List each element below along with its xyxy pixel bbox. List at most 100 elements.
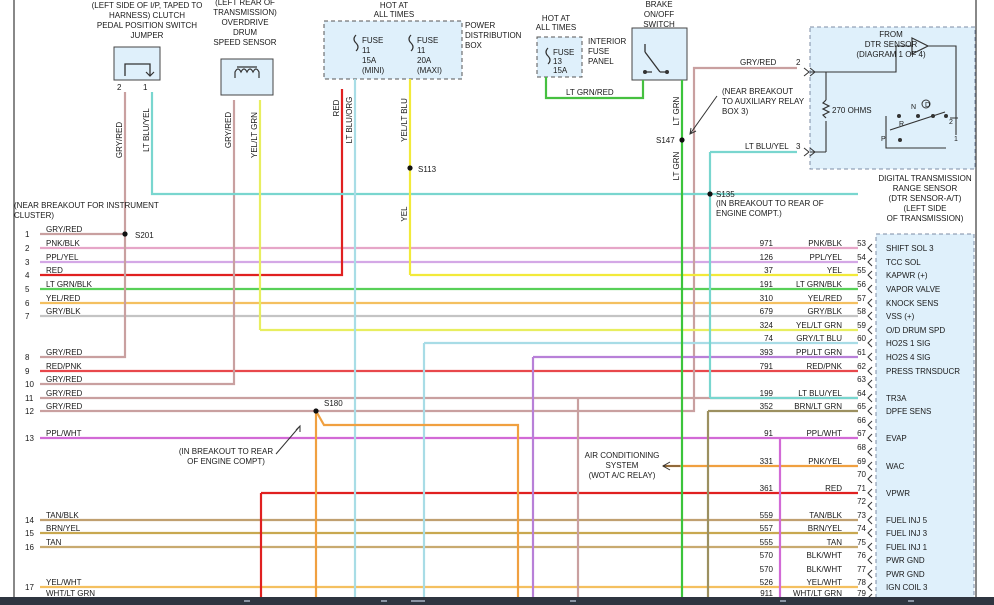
connector-arrow-icon: [867, 325, 873, 335]
pcm-pin-number: 75: [857, 538, 866, 547]
wire-layer: [40, 66, 858, 597]
vertical-wire-label: GRY/RED: [224, 112, 233, 149]
resistor-icon: [821, 99, 831, 119]
left-wire-label: BRN/YEL: [46, 524, 81, 533]
connector-arrow-icon: [867, 393, 873, 403]
ac-system-label: (WOT A/C RELAY): [589, 471, 656, 480]
splice-s147: [679, 137, 685, 143]
vertical-wire-label: YEL: [400, 206, 409, 222]
scroll-tick: [908, 600, 914, 602]
vertical-wire-label: LT GRN: [672, 151, 681, 180]
pcm-signal-label: DPFE SENS: [886, 407, 931, 416]
pcm-pin-number: 69: [857, 457, 866, 466]
left-wire-label: PPL/WHT: [46, 429, 82, 438]
pcm-signal-label: VAPOR VALVE: [886, 285, 940, 294]
left-wire-label: GRY/RED: [46, 225, 83, 234]
right-circuit-number: 361: [760, 484, 774, 493]
right-circuit-number: 324: [760, 321, 774, 330]
wire-gry-red-clutch: [40, 92, 127, 359]
scroll-tick: [244, 600, 250, 602]
connector-arrow-icon: [867, 501, 873, 511]
s135-note: ENGINE COMPT.): [716, 209, 782, 218]
right-wire-label: LT GRN/BLK: [796, 280, 843, 289]
right-circuit-number: 679: [760, 307, 774, 316]
connector-arrow-icon: [867, 488, 873, 498]
right-circuit-number: 331: [760, 457, 774, 466]
left-row-number: 2: [25, 244, 30, 253]
clutch-pin-label: 1: [143, 83, 148, 92]
pcm-signal-label: SHIFT SOL 3: [886, 244, 934, 253]
left-row-number: 14: [25, 516, 34, 525]
scroll-thumb[interactable]: [411, 600, 425, 602]
dtr-position-label: 1: [954, 136, 958, 143]
fuse-label: 11: [362, 46, 371, 55]
dtr-position-label: N: [911, 104, 916, 111]
connector-arrow-icon: [867, 379, 873, 389]
pcm-pin-number: 59: [857, 321, 866, 330]
dtr-contact-icon: [916, 114, 920, 118]
fuse-icon-pdb-2: [408, 34, 414, 52]
engine-breakout-note: OF ENGINE COMPT): [187, 457, 265, 466]
right-wire-label: BLK/WHT: [806, 551, 842, 560]
dtr-internal-wiring: [810, 45, 958, 153]
brake-switch-label: ON/OFF: [644, 10, 674, 19]
right-circuit-number: 191: [760, 280, 774, 289]
engine-breakout-note: (IN BREAKOUT TO REAR: [179, 447, 273, 456]
right-circuit-number: 37: [764, 266, 773, 275]
pcm-pin-number: 78: [857, 578, 866, 587]
splice-label: S135: [716, 190, 735, 199]
od-sensor-coil-icon: [234, 68, 260, 78]
right-circuit-number: 526: [760, 578, 774, 587]
connector-arrow-icon: [867, 420, 873, 430]
dtr-position-label: R: [899, 121, 904, 128]
left-row-number: 4: [25, 271, 30, 280]
left-wire-label: RED/PNK: [46, 362, 82, 371]
right-circuit-number: 557: [760, 524, 774, 533]
right-circuit-number: 91: [764, 429, 773, 438]
fuse-label: (MINI): [362, 66, 385, 75]
connector-arrow-icon: [867, 311, 873, 321]
scroll-tick: [381, 600, 387, 602]
brake-switch-label: SWITCH: [643, 20, 675, 29]
right-circuit-number: 971: [760, 239, 774, 248]
bottom-scrollbar[interactable]: [0, 597, 994, 605]
pcm-signal-label: TR3A: [886, 394, 907, 403]
connector-arrow-icon: [867, 582, 873, 592]
right-circuit-number: 911: [760, 589, 773, 598]
connector-arrow-icon: [867, 555, 873, 565]
pcm-signal-label: VSS (+): [886, 312, 915, 321]
right-wire-label: BRN/YEL: [808, 524, 843, 533]
connector-arrow-icon: [867, 270, 873, 280]
dtr-position-label: 2: [949, 119, 953, 126]
ifp-wire-label: LT GRN/RED: [566, 88, 614, 97]
splice-label: S113: [418, 165, 437, 174]
brake-switch-terminal-icon: [665, 70, 669, 74]
left-row-number: 1: [25, 230, 30, 239]
pcm-pin-number: 54: [857, 253, 866, 262]
pcm-signal-label: KAPWR (+): [886, 271, 928, 280]
wire-gry-red-dtr: [316, 66, 797, 413]
vertical-wire-label: LT GRN: [672, 96, 681, 125]
pcm-pin-number: 65: [857, 402, 866, 411]
connector-arrow-icon: [867, 284, 873, 294]
connector-arrow-icon: [867, 542, 873, 552]
right-wire-label: RED/PNK: [806, 362, 842, 371]
dtr-pin-number: 2: [796, 58, 801, 67]
left-row-number: 5: [25, 285, 30, 294]
fuse-icon-ifp: [545, 47, 551, 65]
right-wire-label: YEL/WHT: [806, 578, 842, 587]
pcm-pin-number: 56: [857, 280, 866, 289]
interior-fuse-panel-label: FUSE: [588, 47, 609, 56]
left-row-number: 17: [25, 583, 34, 592]
fuse-label: 11: [417, 46, 426, 55]
left-wire-label: PPL/YEL: [46, 253, 79, 262]
splice-label: S201: [135, 231, 154, 240]
from-dtr-label: (DIAGRAM 1 OF 4): [856, 50, 926, 59]
pcm-signal-label: PRESS TRNSDUCR: [886, 367, 960, 376]
s135-note: (IN BREAKOUT TO REAR OF: [716, 199, 824, 208]
clutch-switch-label: (LEFT SIDE OF I/P, TAPED TO: [92, 1, 203, 10]
connector-arrow-icon: [867, 569, 873, 579]
dtr-position-label: P: [881, 136, 886, 143]
right-wire-label: TAN: [827, 538, 843, 547]
right-circuit-number: 393: [760, 348, 774, 357]
